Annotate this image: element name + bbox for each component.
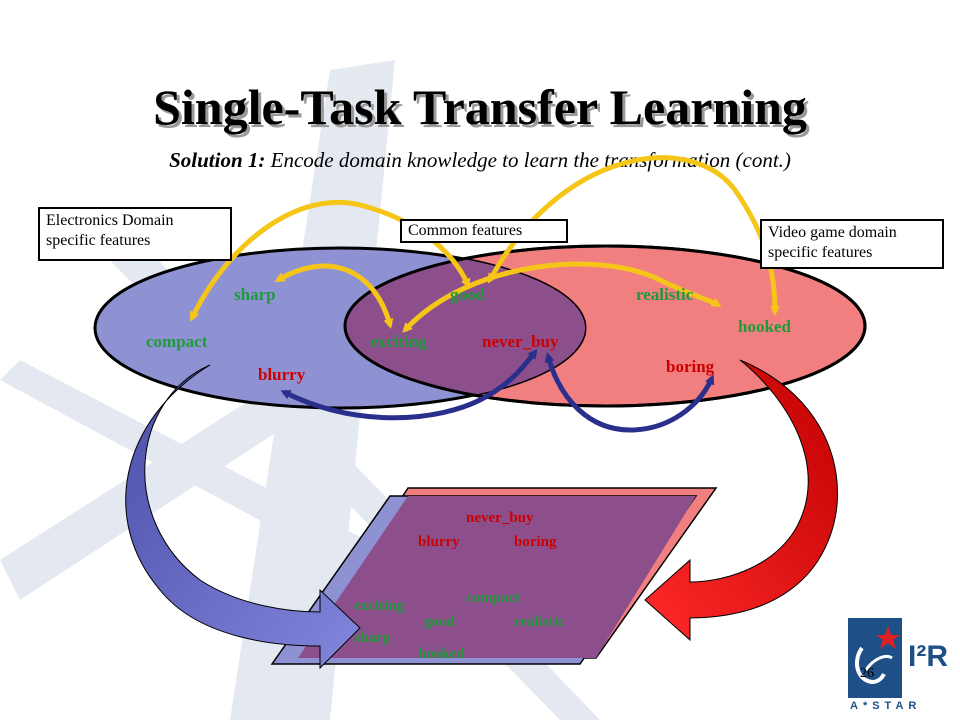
left-transform-arrow [125,364,361,670]
word-blurry: blurry [258,365,306,384]
word-sharp: sharp [234,285,276,304]
arrow-blurry-to-neverbuy [280,348,538,421]
astar-logo [848,618,902,698]
word-hooked: hooked [738,317,791,336]
arrow-exciting-to-realistic [402,261,722,333]
word-boring: boring [666,357,715,376]
transformed-space-overlap [298,496,696,658]
videogame-features-box: Video game domain specific features [760,219,944,269]
t-word-exciting: exciting [354,598,404,614]
t-word-compact: compact [466,590,520,606]
subtitle-prefix: Solution 1: [169,148,266,172]
t-word-good: good [424,614,456,630]
t-word-boring: boring [514,534,557,550]
arrow-sharp-to-exciting [274,263,394,329]
t-word-blurry: blurry [418,534,460,550]
slide-title: Single-Task Transfer Learning [153,79,807,135]
t-word-hooked: hooked [418,646,465,662]
astar-logo-mark-icon [854,626,900,685]
t-word-never-buy: never_buy [466,510,534,526]
word-realistic: realistic [636,285,694,304]
t-word-realistic: realistic [514,614,565,630]
word-compact: compact [146,332,208,351]
word-exciting: exciting [370,332,427,351]
right-transform-arrow [644,359,838,642]
astar-logo-text: A*STAR [850,700,922,712]
t-word-sharp: sharp [354,630,391,646]
i2r-logo-text: I²R [908,640,948,673]
common-features-box: Common features [400,219,568,243]
electronics-features-box: Electronics Domain specific features [38,207,232,261]
word-never-buy: never_buy [482,332,559,351]
page-number: 26 [860,666,874,681]
word-good: good [450,285,486,304]
arrow-good-to-hooked [487,155,780,316]
arrow-neverbuy-to-boring [544,352,715,433]
